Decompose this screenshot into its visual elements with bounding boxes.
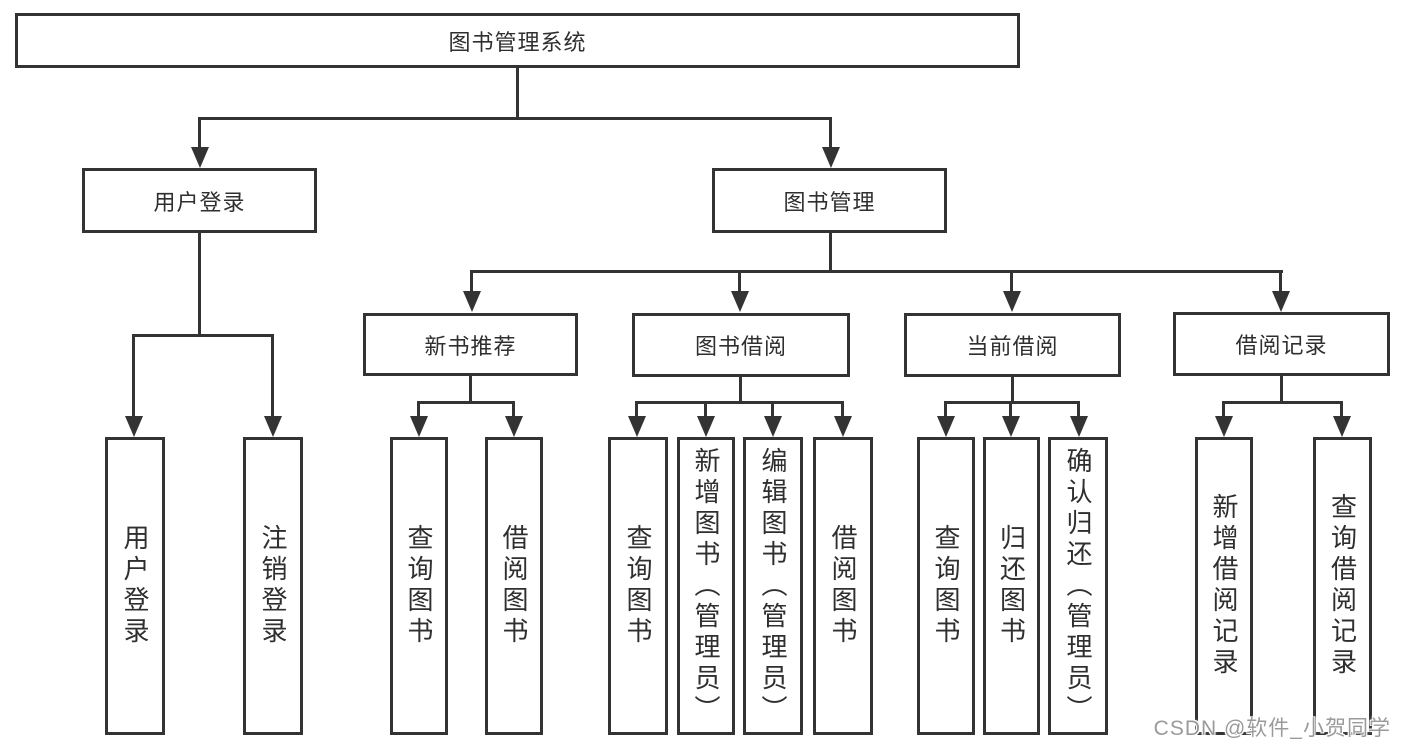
connector-to-borrowing — [738, 270, 741, 294]
node-borrowing-records-label: 借阅记录 — [1235, 333, 1328, 358]
connector-to-records — [1279, 270, 1282, 294]
node-root: 图书管理系统 — [15, 13, 1020, 68]
connector-new-books-stem — [469, 376, 472, 403]
leaf-bw-add-books-admin-label: 新增图书（管理员） — [691, 446, 721, 726]
connector-to-cur-query — [944, 401, 947, 417]
leaf-cur-query-books-label: 查询图书 — [931, 524, 961, 648]
arrowhead-rec-query — [1333, 416, 1351, 437]
connector-to-cur-return — [1009, 401, 1012, 417]
arrowhead-cur-return — [1002, 416, 1020, 437]
arrowhead-new-books — [463, 291, 481, 312]
arrowhead-bw-query — [628, 416, 646, 437]
arrowhead-user-login — [191, 147, 209, 168]
leaf-nb-query-books-label: 查询图书 — [404, 524, 434, 648]
leaf-cur-query-books: 查询图书 — [917, 437, 975, 735]
leaf-bw-borrow-books: 借阅图书 — [813, 437, 873, 735]
connector-borrowing-horizontal — [635, 401, 844, 404]
arrowhead-bw-borrow — [834, 416, 852, 437]
node-new-book-recommend-label: 新书推荐 — [424, 333, 517, 359]
node-book-borrowing-label: 图书借阅 — [694, 334, 787, 359]
connector-borrowing-stem — [739, 377, 742, 403]
csdn-watermark: CSDN @软件_小贺同学 — [1153, 717, 1391, 740]
connector-level1-horizontal — [198, 117, 832, 120]
leaf-nb-borrow-books: 借阅图书 — [485, 437, 543, 735]
connector-to-cur-confirm — [1077, 401, 1080, 417]
node-user-login: 用户登录 — [82, 168, 317, 233]
connector-book-mgmt-stem — [829, 233, 832, 272]
connector-root-stem — [516, 68, 519, 120]
leaf-nb-query-books: 查询图书 — [390, 437, 448, 735]
leaf-logout-label: 注销登录 — [258, 524, 288, 648]
arrowhead-nb-borrow — [505, 416, 523, 437]
node-current-borrowing: 当前借阅 — [904, 313, 1121, 377]
leaf-cur-return-books: 归还图书 — [983, 437, 1040, 735]
arrowhead-bw-add — [697, 416, 715, 437]
connector-current-horizontal — [944, 401, 1080, 404]
node-current-borrowing-label: 当前借阅 — [966, 334, 1059, 359]
connector-to-nb-borrow — [512, 401, 515, 417]
leaf-bw-query-books-label: 查询图书 — [623, 524, 653, 648]
arrowhead-borrowing — [731, 291, 749, 312]
connector-to-leaf-login — [132, 334, 135, 418]
connector-to-user-login — [198, 117, 201, 150]
connector-to-bw-borrow — [841, 401, 844, 417]
leaf-logout: 注销登录 — [243, 437, 303, 735]
arrowhead-book-management — [822, 147, 840, 168]
connector-records-stem — [1280, 376, 1283, 403]
leaf-cur-confirm-return-admin: 确认归还（管理员） — [1048, 437, 1108, 735]
arrowhead-nb-query — [410, 416, 428, 437]
connector-to-bw-edit — [771, 401, 774, 417]
leaf-user-login-label: 用户登录 — [120, 524, 150, 648]
leaf-cur-confirm-return-admin-label: 确认归还（管理员） — [1063, 446, 1093, 726]
node-book-borrowing: 图书借阅 — [632, 313, 850, 377]
connector-new-books-horizontal — [417, 401, 515, 404]
connector-to-bw-query — [635, 401, 638, 417]
arrowhead-rec-add — [1215, 416, 1233, 437]
arrowhead-leaf-logout — [264, 416, 282, 437]
arrowhead-records — [1272, 291, 1290, 312]
node-book-management-label: 图书管理 — [783, 189, 876, 215]
connector-to-rec-add — [1222, 401, 1225, 417]
connector-to-leaf-logout — [271, 334, 274, 418]
connector-to-current — [1010, 270, 1013, 294]
node-new-book-recommend: 新书推荐 — [363, 313, 578, 376]
arrowhead-leaf-login — [125, 416, 143, 437]
leaf-rec-query-record-label: 查询借阅记录 — [1327, 493, 1358, 679]
connector-to-rec-query — [1340, 401, 1343, 417]
leaf-cur-return-books-label: 归还图书 — [996, 524, 1027, 648]
node-borrowing-records: 借阅记录 — [1173, 312, 1390, 376]
connector-level2-horizontal — [470, 270, 1283, 273]
node-root-label: 图书管理系统 — [448, 29, 587, 55]
leaf-rec-add-record-label: 新增借阅记录 — [1209, 493, 1239, 679]
arrowhead-cur-query — [937, 416, 955, 437]
leaf-bw-edit-books-admin-label: 编辑图书（管理员） — [758, 446, 788, 726]
connector-user-login-stem — [198, 233, 201, 336]
node-book-management: 图书管理 — [712, 168, 947, 233]
connector-to-nb-query — [417, 401, 420, 417]
leaf-rec-add-record: 新增借阅记录 — [1195, 437, 1253, 735]
leaf-bw-borrow-books-label: 借阅图书 — [828, 524, 858, 648]
connector-records-horizontal — [1222, 401, 1343, 404]
arrowhead-cur-confirm — [1070, 416, 1088, 437]
arrowhead-current — [1003, 291, 1021, 312]
connector-to-new-books — [470, 270, 473, 294]
connector-to-book-management — [829, 117, 832, 150]
leaf-nb-borrow-books-label: 借阅图书 — [499, 524, 529, 648]
leaf-user-login: 用户登录 — [105, 437, 165, 735]
connector-current-stem — [1011, 377, 1014, 403]
leaf-bw-add-books-admin: 新增图书（管理员） — [677, 437, 735, 735]
node-user-login-label: 用户登录 — [153, 189, 246, 215]
connector-user-login-horizontal — [132, 334, 274, 337]
leaf-rec-query-record: 查询借阅记录 — [1313, 437, 1372, 735]
connector-to-bw-add — [704, 401, 707, 417]
leaf-bw-edit-books-admin: 编辑图书（管理员） — [743, 437, 803, 735]
arrowhead-bw-edit — [764, 416, 782, 437]
leaf-bw-query-books: 查询图书 — [608, 437, 668, 735]
